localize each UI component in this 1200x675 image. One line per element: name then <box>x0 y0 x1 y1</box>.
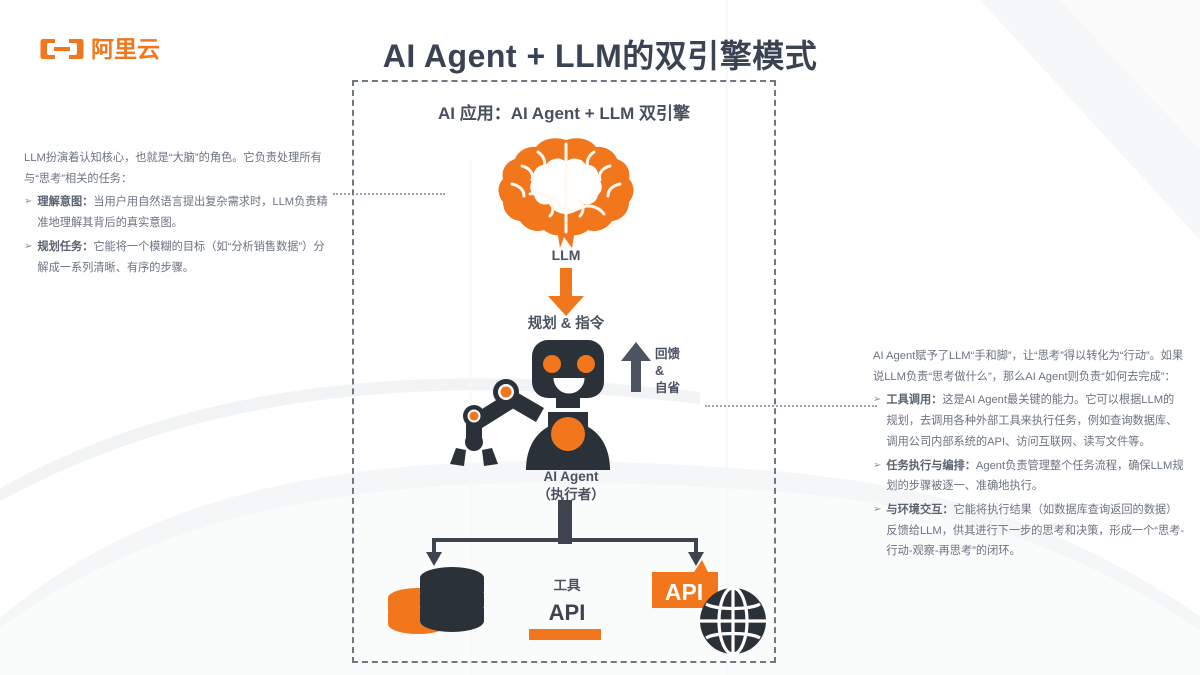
arrow-up-icon <box>620 342 652 392</box>
left-bullet-1: ➢ 理解意图：当用户用自然语言提出复杂需求时，LLM负责精准地理解其背后的真实意… <box>24 192 329 233</box>
left-intro-text: LLM扮演着认知核心，也就是“大脑”的角色。它负责处理所有与“思考”相关的任务： <box>24 152 322 185</box>
brain-icon <box>494 136 638 248</box>
right-bullet-3-text: 它能将执行结果（如数据库查询返回的数据）反馈给LLM，供其进行下一步的思考和决策… <box>886 504 1185 558</box>
right-bullet-3-term: 与环境交互： <box>886 504 954 517</box>
bullet-arrow-icon: ➢ <box>873 394 882 406</box>
diagram-container <box>352 80 776 663</box>
left-bullet-2-term: 规划任务： <box>37 240 94 253</box>
llm-label: LLM <box>551 247 581 263</box>
right-bullet-2-term: 任务执行与编排： <box>886 459 976 472</box>
left-bullet-2-body: 规划任务：它能将一个模糊的目标（如“分析销售数据”）分解成一系列清晰、有序的步骤… <box>37 237 329 278</box>
feedback-label-line-2: & <box>655 363 665 378</box>
feedback-label-line-1: 回馈 <box>655 347 681 361</box>
page-title: AI Agent + LLM的双引擎模式 <box>382 38 818 74</box>
arrow-down-icon <box>546 268 586 316</box>
left-bullet-2-text: 它能将一个模糊的目标（如“分析销售数据”）分解成一系列清晰、有序的步骤。 <box>37 240 325 274</box>
branch-arrow-icon <box>400 500 730 568</box>
diagram-heading: AI 应用：AI Agent + LLM 双引擎 <box>437 104 690 123</box>
left-bullet-1-term: 理解意图： <box>37 196 94 209</box>
right-bullet-3-body: 与环境交互：它能将执行结果（如数据库查询返回的数据）反馈给LLM，供其进行下一步… <box>886 500 1185 562</box>
left-description-panel: LLM扮演着认知核心，也就是“大脑”的角色。它负责处理所有与“思考”相关的任务：… <box>24 148 329 278</box>
brand-name: 阿里云 <box>91 35 160 62</box>
agent-label-line-2: （执行者） <box>537 486 605 502</box>
brand-logo: 阿里云 <box>40 36 160 62</box>
tool-label: 工具 <box>553 578 581 593</box>
left-bullet-2: ➢ 规划任务：它能将一个模糊的目标（如“分析销售数据”）分解成一系列清晰、有序的… <box>24 237 329 278</box>
right-bullet-2-text: Agent负责管理整个任务流程，确保LLM规划的步骤被逐一、准确地执行。 <box>886 459 1184 493</box>
right-bullet-1-text: 这是AI Agent最关键的能力。它可以根据LLM的规划，去调用各种外部工具来执… <box>886 394 1178 448</box>
right-bullet-1-term: 工具调用： <box>886 394 943 407</box>
svg-text:API: API <box>665 579 703 605</box>
left-bullet-1-body: 理解意图：当用户用自然语言提出复杂需求时，LLM负责精准地理解其背后的真实意图。 <box>37 192 329 233</box>
plan-instruction-label: 规划 & 指令 <box>527 316 605 332</box>
right-intro-text: AI Agent赋予了LLM“手和脚”，让“思考”得以转化为“行动”。如果说LL… <box>873 350 1184 383</box>
right-bullet-2: ➢ 任务执行与编排：Agent负责管理整个任务流程，确保LLM规划的步骤被逐一、… <box>873 456 1185 497</box>
feedback-label-line-3: 自省 <box>655 380 681 395</box>
globe-icon <box>698 586 768 656</box>
alibaba-cloud-logo-icon <box>40 36 84 62</box>
right-description-panel: AI Agent赋予了LLM“手和脚”，让“思考”得以转化为“行动”。如果说LL… <box>873 346 1185 562</box>
agent-label: AI Agent （执行者） <box>486 468 656 503</box>
bullet-arrow-icon: ➢ <box>873 504 882 516</box>
api-underline-bar <box>529 629 601 640</box>
left-bullet-1-text: 当用户用自然语言提出复杂需求时，LLM负责精准地理解其背后的真实意图。 <box>37 196 328 230</box>
bullet-arrow-icon: ➢ <box>24 240 33 252</box>
robot-icon <box>440 338 620 470</box>
bullet-arrow-icon: ➢ <box>24 196 33 208</box>
right-bullet-1: ➢ 工具调用：这是AI Agent最关键的能力。它可以根据LLM的规划，去调用各… <box>873 390 1185 452</box>
bullet-arrow-icon: ➢ <box>873 459 882 471</box>
connector-line-right <box>705 405 877 407</box>
api-text: API <box>548 600 586 625</box>
right-bullet-2-body: 任务执行与编排：Agent负责管理整个任务流程，确保LLM规划的步骤被逐一、准确… <box>886 456 1185 497</box>
api-badge-icon: API <box>650 558 720 620</box>
database-icon <box>386 566 490 638</box>
agent-label-line-1: AI Agent <box>543 469 599 484</box>
right-bullet-3: ➢ 与环境交互：它能将执行结果（如数据库查询返回的数据）反馈给LLM，供其进行下… <box>873 500 1185 562</box>
connector-line-left <box>333 193 445 195</box>
feedback-label: 回馈 & 自省 <box>655 346 699 397</box>
right-bullet-1-body: 工具调用：这是AI Agent最关键的能力。它可以根据LLM的规划，去调用各种外… <box>886 390 1185 452</box>
